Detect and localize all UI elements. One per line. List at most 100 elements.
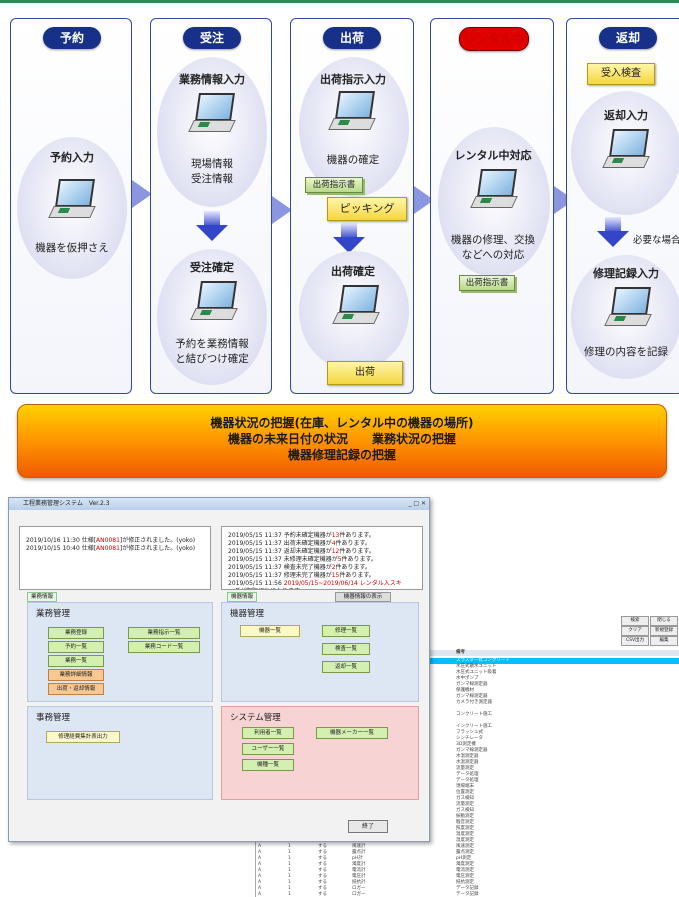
notice-message: 2019/05/15 11:37 検査未完了機器が2件あります。: [228, 564, 422, 572]
flow-arrow-icon: [132, 180, 152, 208]
notice-message: 2019/05/15 11:37 予約未確定機器が13件あります。: [228, 532, 422, 540]
process-text: 機器の確定: [326, 154, 380, 166]
message-post: 件あります。: [335, 540, 371, 547]
shipping-instruction-doc: 出荷指示書: [459, 275, 515, 291]
stage-header-juchu: 受注: [183, 27, 241, 49]
group-system: システム管理 利用者一覧 ユーザー一覧 機種一覧 機器メーカー一覧: [221, 706, 419, 800]
process-title: レンタル中対応: [454, 149, 532, 162]
laptop-icon: [604, 287, 653, 327]
table-cell: 1: [288, 880, 291, 885]
exit-button[interactable]: 終了: [348, 820, 388, 833]
table-cell: ガンマ線測定器: [456, 682, 488, 687]
clear-button[interactable]: クリア: [621, 626, 649, 636]
btn-ship-return[interactable]: 出荷・返却情報: [48, 683, 104, 695]
table-cell: A: [258, 856, 262, 861]
table-cell: 1: [288, 892, 291, 897]
message-hi: AN0081: [96, 537, 120, 544]
edit-button[interactable]: 編集: [650, 636, 678, 646]
stage-header-yoyaku: 予約: [43, 27, 101, 49]
btn-user-list[interactable]: ユーザー一覧: [242, 743, 294, 755]
table-cell: 湿度測定: [456, 838, 474, 843]
table-cell: データ処理: [456, 772, 479, 777]
btn-model-list[interactable]: 機種一覧: [242, 759, 294, 771]
btn-gyomu-list[interactable]: 業務一覧: [48, 655, 104, 667]
btn-return-list[interactable]: 返却一覧: [322, 661, 370, 673]
btn-reservation-list[interactable]: 予約一覧: [48, 641, 104, 653]
table-cell: コンクリート施工: [456, 712, 492, 717]
stage-column-juchu: 受注 業務情報入力 現場情報 受注情報 受注確定 予約を業務情報 と結びつけ確定: [150, 18, 272, 394]
table-cell: ガンマ線測定器: [456, 694, 488, 699]
table-cell: 1: [288, 862, 291, 867]
table-cell: pH計: [352, 856, 363, 861]
btn-repair-list[interactable]: 修理一覧: [322, 625, 370, 637]
table-cell: ガス検知: [456, 808, 474, 813]
table-cell: A: [258, 844, 262, 849]
message-hi: 5: [337, 556, 342, 563]
table-cell: 電流測定: [456, 868, 474, 873]
message-pre: 2019/10/15 10:40 仕様[: [26, 545, 97, 552]
table-cell: する: [318, 850, 327, 855]
csv-export-button[interactable]: CSV出力: [621, 636, 649, 646]
btn-inspection-list[interactable]: 検査一覧: [322, 643, 370, 655]
close-button[interactable]: 閉じる: [650, 616, 678, 626]
group-title: 事務管理: [36, 713, 71, 723]
btn-gyomu-code-list[interactable]: 業務コード一覧: [128, 641, 200, 653]
table-cell: する: [318, 886, 327, 891]
app-window-screenshot: 工程業務管理システム Ver.2.3 _ □ ✕ 2019/10/16 11:3…: [8, 497, 430, 842]
stage-header-rental: レンタル中: [459, 27, 529, 51]
table-cell: 1: [288, 874, 291, 879]
table-cell: A: [258, 850, 262, 855]
tab-gyomu[interactable]: 業務情報: [27, 592, 58, 602]
btn-repair-cost-export[interactable]: 修理経費集計表出力: [46, 731, 120, 743]
btn-gyomu-instruction-list[interactable]: 業務指示一覧: [128, 627, 200, 639]
stage-column-henkyaku: 返却 受入検査 返却入力 必要な場合 修理記録入力 修理の内容を記録: [566, 18, 679, 394]
new-register-button[interactable]: 新規登録: [650, 626, 678, 636]
table-cell: 3D測定機: [456, 742, 476, 747]
process-text: と結びつけ確定: [175, 353, 249, 365]
table-cell: ロガー: [352, 892, 366, 897]
group-title: 機器管理: [230, 609, 265, 619]
table-cell: 照度測定: [456, 826, 474, 831]
btn-gyomu-register[interactable]: 業務登録: [48, 627, 104, 639]
stage-column-yoyaku: 予約 予約入力 機器を仮押さえ: [10, 18, 132, 394]
btn-maker-list[interactable]: 機器メーカー一覧: [316, 727, 388, 739]
window-controls[interactable]: _ □ ✕: [408, 500, 426, 507]
message-hi: 15: [331, 572, 340, 579]
btn-gyomu-detail[interactable]: 業務詳細情報: [48, 669, 104, 681]
search-button[interactable]: 検索: [621, 616, 649, 626]
table-cell: 1: [288, 886, 291, 891]
table-cell: インクリート施工: [456, 724, 492, 729]
tab-kiki[interactable]: 機器情報: [227, 592, 258, 602]
notice-pane-right: 2019/05/15 11:37 予約未確定機器が13件あります。 2019/05…: [221, 526, 423, 590]
message-pre: 2019/05/15 11:37 修理未完了機器が: [228, 572, 332, 579]
message-pre: 2019/10/16 11:30 仕様[: [26, 537, 97, 544]
table-cell: 保護機材: [456, 688, 474, 693]
group-title: システム管理: [230, 713, 281, 723]
table-cell: 水圧式散水ユニット: [456, 664, 497, 669]
table-cell: 水中ポンプ: [456, 676, 479, 681]
process-ellipse: [157, 57, 267, 207]
process-title: 出荷確定: [331, 265, 375, 278]
btn-user-usage-list[interactable]: 利用者一覧: [242, 727, 294, 739]
table-cell: 風速測定: [456, 844, 474, 849]
message-post: 件あります。: [335, 564, 371, 571]
laptop-icon: [602, 129, 651, 169]
table-cell: する: [318, 892, 327, 897]
message-post: ]が修正されました。(yoko): [119, 545, 196, 552]
btn-equipment-list[interactable]: 機器一覧: [240, 625, 300, 637]
table-cell: 露点計: [352, 850, 366, 855]
table-cell: 流量測定: [456, 802, 474, 807]
process-title: 修理記録入力: [593, 267, 659, 280]
table-cell: 流量測定: [456, 766, 474, 771]
table-cell: A: [258, 880, 262, 885]
show-equipment-button[interactable]: 機器情報の表示: [335, 592, 391, 602]
